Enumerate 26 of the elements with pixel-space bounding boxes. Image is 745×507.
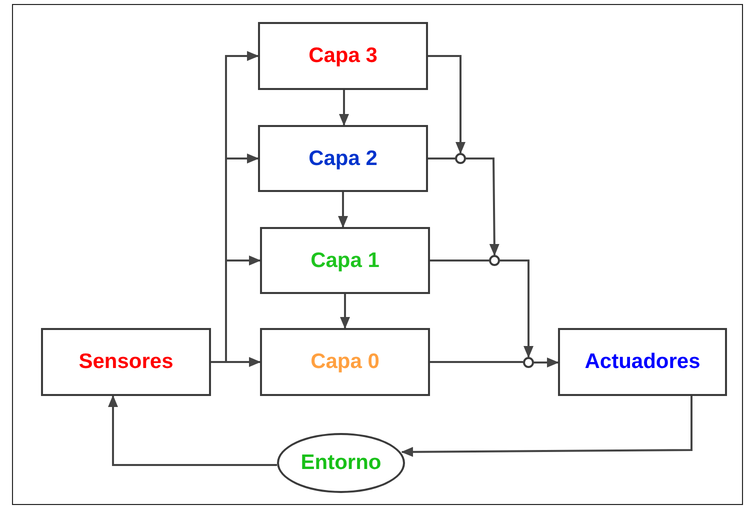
- junction-circle: [455, 153, 466, 164]
- node-label: Capa 1: [310, 248, 380, 272]
- connector-arrow: [500, 260, 534, 358]
- connector-arrow: [428, 55, 466, 154]
- node-label: Capa 2: [308, 146, 378, 170]
- process-box: [260, 227, 430, 294]
- connector-arrow: [534, 358, 559, 368]
- node-label: Entorno: [300, 451, 382, 475]
- node-label: Sensores: [78, 350, 174, 374]
- process-box: [258, 22, 428, 90]
- process-box: [41, 328, 211, 396]
- node-label: Capa 3: [308, 44, 378, 68]
- connector-arrow: [401, 396, 692, 457]
- junction-circle: [523, 357, 534, 368]
- connector-arrow: [340, 294, 350, 329]
- junction-circle: [489, 255, 500, 266]
- process-box: [260, 328, 430, 396]
- connector-arrow: [466, 158, 500, 256]
- node-label: Actuadores: [584, 350, 700, 374]
- node-label: Capa 0: [310, 350, 380, 374]
- connector-arrow: [211, 51, 259, 363]
- connector-arrow: [338, 192, 348, 228]
- connector-arrow: [339, 90, 349, 126]
- process-box: [258, 125, 428, 192]
- process-box: [558, 328, 727, 396]
- connector-arrow: [108, 395, 277, 466]
